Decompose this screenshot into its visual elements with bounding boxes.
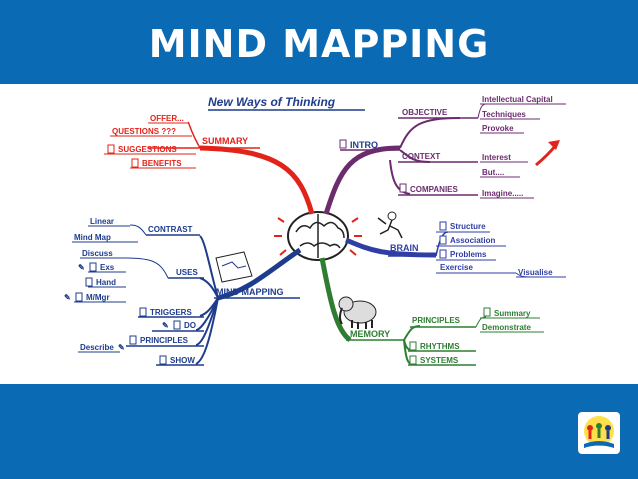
- pencil-icon: ✎: [78, 263, 85, 272]
- arrowhead: [548, 140, 560, 150]
- document-icon: [85, 277, 93, 287]
- brain-item-problems: Problems: [450, 250, 487, 259]
- summary-label: SUMMARY: [202, 136, 248, 146]
- brain-item-association: Association: [450, 236, 495, 245]
- document-icon: [75, 292, 83, 302]
- objective-item-provoke: Provoke: [482, 124, 514, 133]
- memory-item-systems: SYSTEMS: [420, 356, 459, 365]
- document-icon: [173, 320, 181, 330]
- document-icon: [439, 249, 447, 259]
- pencil-icon: ✎: [162, 321, 169, 330]
- brain-label: BRAIN: [390, 243, 419, 253]
- document-icon: [131, 158, 139, 168]
- summary-item-offer: OFFER...: [150, 114, 184, 123]
- summary-item-questions: QUESTIONS ???: [112, 127, 176, 136]
- contrast-label: CONTRAST: [148, 225, 193, 234]
- arrow-icon: [535, 144, 558, 167]
- uses-item-discuss: Discuss: [82, 249, 113, 258]
- contrast-item-linear: Linear: [90, 217, 114, 226]
- uses-item-exs: Exs: [100, 263, 115, 272]
- brain-sub-visualise: Visualise: [518, 268, 553, 277]
- document-icon: [159, 355, 167, 365]
- principles-label: PRINCIPLES: [412, 316, 461, 325]
- document-icon: [399, 183, 407, 193]
- uses-item-hand: Hand: [96, 278, 116, 287]
- document-icon: [409, 341, 417, 351]
- contrast-item-mindmap: Mind Map: [74, 233, 111, 242]
- map-icon: [215, 251, 253, 283]
- left-item-show: SHOW: [170, 356, 195, 365]
- intro-label: INTRO: [350, 140, 378, 150]
- principles-item-summary: Summary: [494, 309, 531, 318]
- subtitle: New Ways of Thinking: [208, 95, 336, 109]
- pencil-icon: ✎: [64, 293, 71, 302]
- footer-bar: [0, 384, 638, 479]
- elephant-icon: [338, 296, 377, 329]
- objective-label: OBJECTIVE: [402, 108, 448, 117]
- context-label: CONTEXT: [402, 152, 440, 161]
- running-figure-icon: [377, 211, 403, 239]
- context-item-interest: Interest: [482, 153, 511, 162]
- document-icon: [89, 262, 97, 272]
- uses-label: USES: [176, 268, 198, 277]
- document-icon: [107, 144, 115, 154]
- memory-label: MEMORY: [350, 329, 390, 339]
- left-item-describe: Describe: [80, 343, 114, 352]
- summary-item-benefits: BENEFITS: [142, 159, 182, 168]
- context-item-but: But....: [482, 168, 504, 177]
- uses-item-mmgr: M/Mgr: [86, 293, 110, 302]
- left-item-triggers: TRIGGERS: [150, 308, 192, 317]
- objective-item-capital: Intellectual Capital: [482, 95, 553, 104]
- brain-icon: [274, 211, 362, 261]
- pencil-icon: ✎: [118, 343, 125, 352]
- brain-item-structure: Structure: [450, 222, 486, 231]
- document-icon: [129, 335, 137, 345]
- principles-item-demonstrate: Demonstrate: [482, 323, 531, 332]
- document-icon: [339, 139, 347, 149]
- brain-item-exercise: Exercise: [440, 263, 473, 272]
- header-bar: [0, 0, 638, 84]
- summary-item-suggestions: SUGGESTIONS: [118, 145, 177, 154]
- document-icon: [409, 355, 417, 365]
- memory-item-rhythms: RHYTHMS: [420, 342, 460, 351]
- document-icon: [483, 307, 491, 317]
- document-icon: [139, 307, 147, 317]
- objective-item-techniques: Techniques: [482, 110, 526, 119]
- center-label: MIND MAPPING: [216, 287, 284, 297]
- document-icon: [439, 235, 447, 245]
- companies-label: COMPANIES: [410, 185, 459, 194]
- page-title: MIND MAPPING: [148, 22, 490, 66]
- left-item-do: DO: [184, 321, 196, 330]
- left-item-principles: PRINCIPLES: [140, 336, 189, 345]
- document-icon: [439, 221, 447, 231]
- logo: [578, 412, 620, 454]
- companies-item-imagine: Imagine.....: [482, 189, 523, 198]
